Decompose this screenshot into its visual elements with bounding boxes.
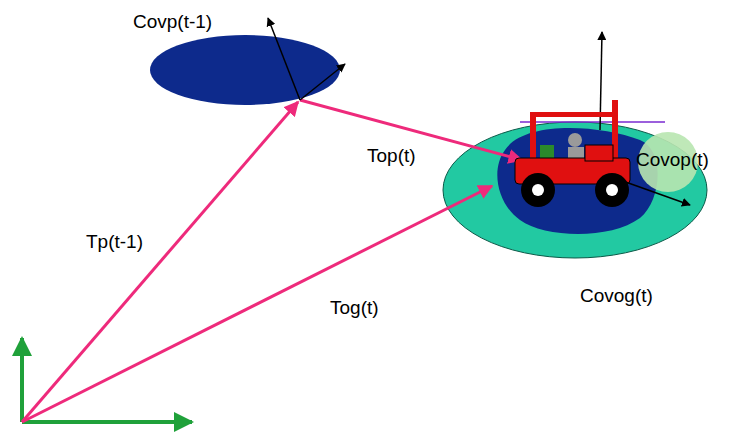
covariance-ellipse bbox=[150, 35, 340, 105]
frame-arrow bbox=[268, 18, 300, 100]
tractor-icon bbox=[515, 32, 690, 207]
axis-arrow bbox=[22, 420, 192, 424]
annotation-label: Tog(t) bbox=[330, 298, 379, 319]
covariance-region bbox=[497, 128, 657, 234]
transform-arrow bbox=[22, 186, 492, 422]
transform-arrow bbox=[22, 102, 298, 422]
axis-arrow bbox=[20, 338, 24, 422]
annotation-label: Covp(t-1) bbox=[133, 12, 212, 33]
annotation-label: Top(t) bbox=[367, 146, 416, 167]
frame-arrow bbox=[300, 64, 345, 100]
annotation-label: Covog(t) bbox=[580, 286, 653, 307]
annotation-label: Covop(t) bbox=[636, 150, 709, 171]
annotation-label: Tp(t-1) bbox=[86, 232, 143, 253]
